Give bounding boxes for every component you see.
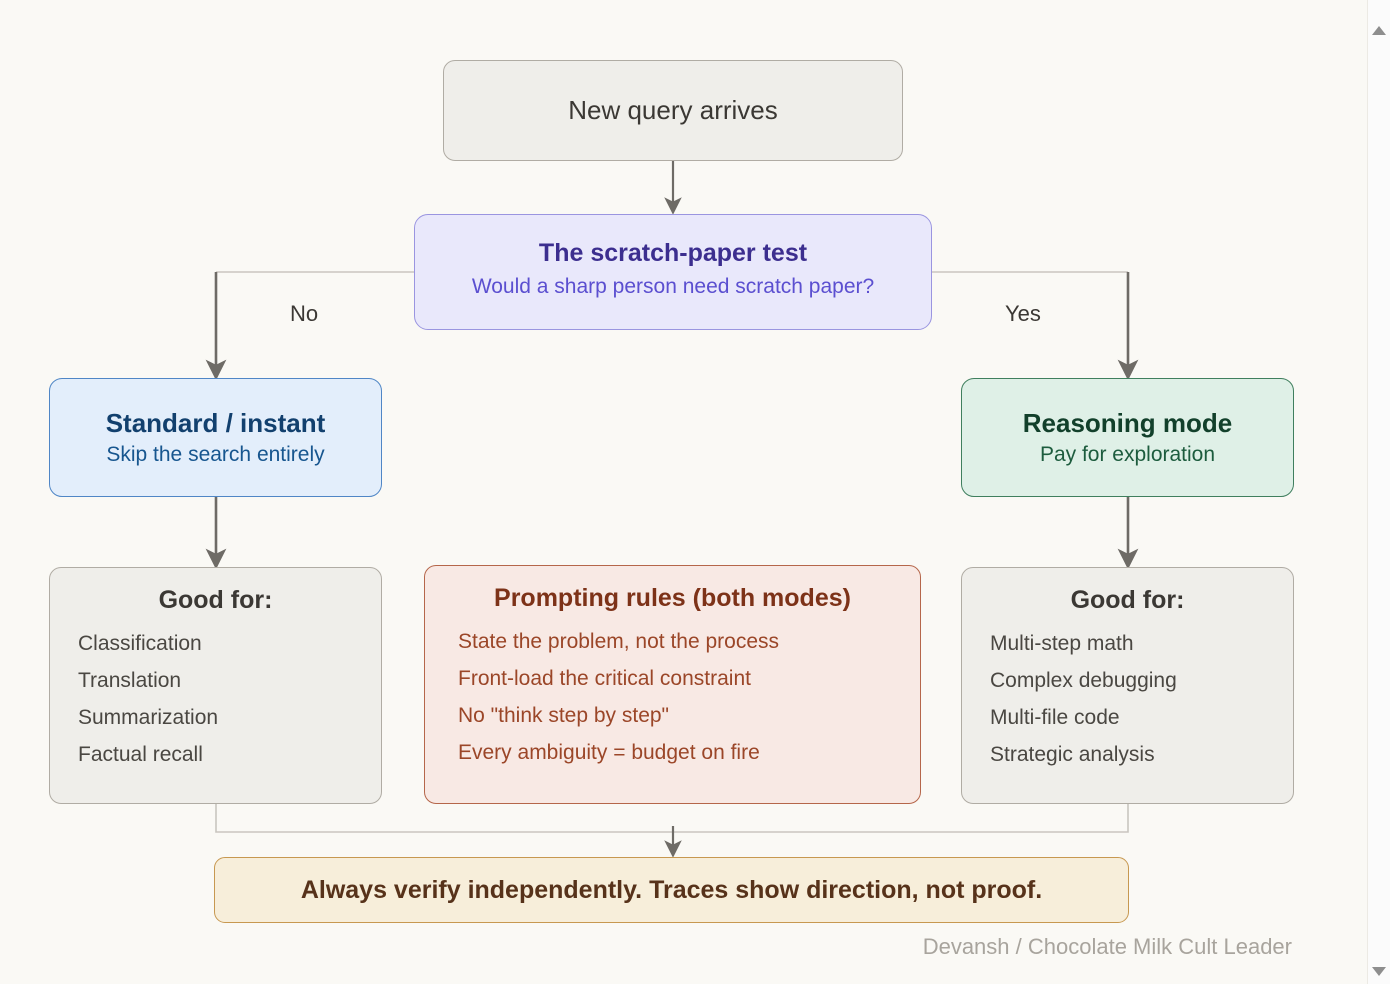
good-for-right-list: Multi-step math Complex debugging Multi-…: [962, 625, 1293, 773]
list-item: Summarization: [78, 706, 219, 729]
list-item: No "think step by step": [458, 704, 670, 727]
list-item: Complex debugging: [990, 669, 1177, 692]
scroll-up-arrow-icon[interactable]: [1372, 26, 1386, 35]
branch-label-no: No: [290, 301, 319, 326]
node-decision-subtitle: Would a sharp person need scratch paper?: [471, 274, 875, 298]
node-good-for-standard[interactable]: Good for: Classification Translation Sum…: [49, 567, 382, 804]
list-item: Strategic analysis: [990, 743, 1155, 766]
list-item: Every ambiguity = budget on fire: [458, 741, 760, 764]
scroll-down-arrow-icon[interactable]: [1372, 967, 1386, 976]
branch-label-yes: Yes: [1005, 301, 1041, 326]
good-for-right-title: Good for:: [1070, 586, 1185, 614]
list-item: Translation: [78, 669, 182, 692]
good-for-left-list: Classification Translation Summarization…: [50, 625, 381, 773]
node-new-query-arrives[interactable]: New query arrives: [443, 60, 903, 161]
attribution-credit: Devansh / Chocolate Milk Cult Leader: [922, 934, 1292, 959]
list-item: State the problem, not the process: [458, 630, 780, 653]
node-decision-title: The scratch-paper test: [538, 239, 808, 267]
node-standard-subtitle: Skip the search entirely: [106, 443, 325, 467]
node-prompting-rules[interactable]: Prompting rules (both modes) State the p…: [424, 565, 921, 804]
node-good-for-reasoning[interactable]: Good for: Multi-step math Complex debugg…: [961, 567, 1294, 804]
node-standard-title: Standard / instant: [105, 407, 326, 438]
prompting-rules-title: Prompting rules (both modes): [494, 584, 851, 612]
good-for-left-title: Good for:: [158, 586, 273, 614]
node-start-label: New query arrives: [568, 95, 778, 126]
node-reasoning-subtitle: Pay for exploration: [1039, 443, 1216, 467]
node-reasoning-mode[interactable]: Reasoning mode Pay for exploration: [961, 378, 1294, 497]
list-item: Multi-file code: [990, 706, 1120, 729]
node-standard-instant[interactable]: Standard / instant Skip the search entir…: [49, 378, 382, 497]
prompting-rules-list: State the problem, not the process Front…: [425, 623, 920, 771]
node-conclusion-banner[interactable]: Always verify independently. Traces show…: [214, 857, 1129, 923]
edge-left-merge-rail: [215, 804, 673, 833]
list-item: Front-load the critical constraint: [458, 667, 751, 690]
node-reasoning-title: Reasoning mode: [1022, 407, 1233, 438]
list-item: Classification: [78, 632, 202, 655]
conclusion-text: Always verify independently. Traces show…: [300, 875, 1043, 904]
node-scratch-paper-test[interactable]: The scratch-paper test Would a sharp per…: [414, 214, 932, 330]
vertical-scrollbar[interactable]: [1367, 0, 1390, 984]
list-item: Factual recall: [78, 743, 203, 766]
list-item: Multi-step math: [990, 632, 1134, 655]
edge-right-merge-rail: [673, 804, 1129, 833]
